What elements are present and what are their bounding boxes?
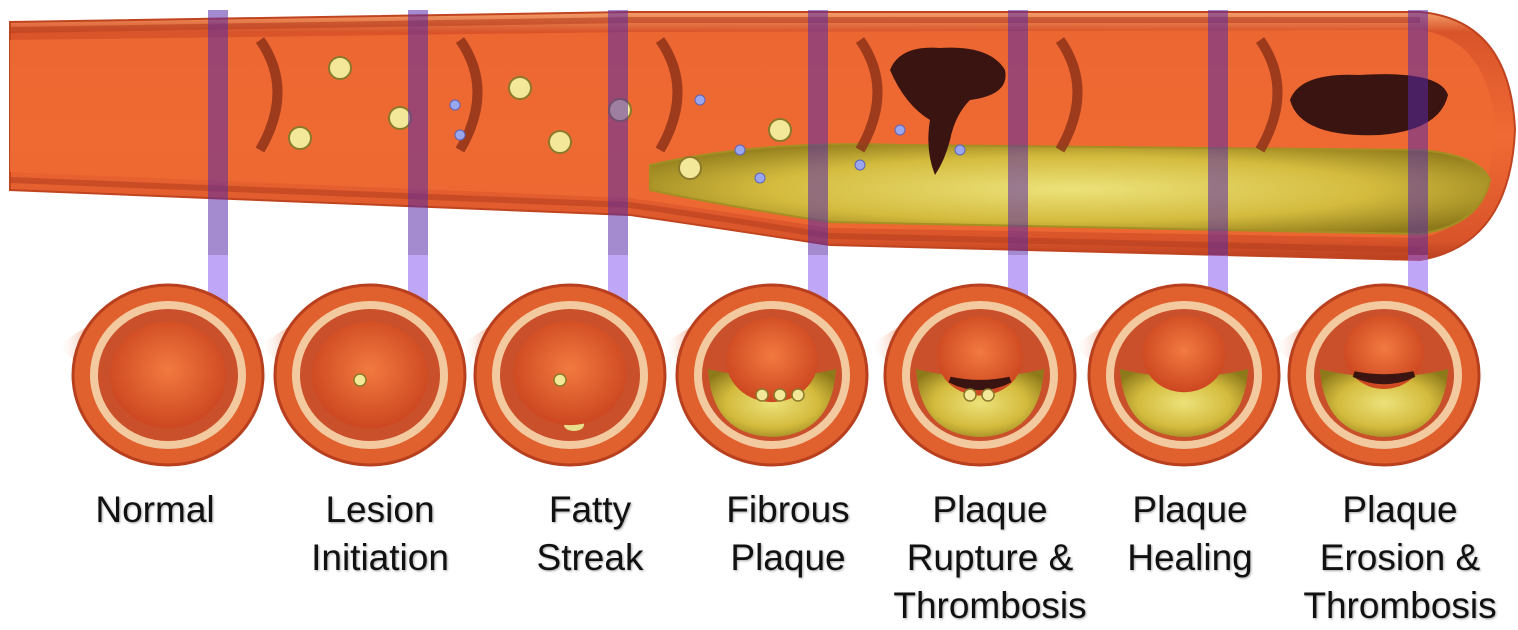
lesion-cell bbox=[792, 389, 804, 401]
blood-cell bbox=[855, 160, 865, 170]
stage-label-line: Healing bbox=[1085, 534, 1295, 582]
foam-cell bbox=[679, 157, 701, 179]
stage-label-line: Plaque bbox=[1085, 486, 1295, 534]
cross-section-5 bbox=[870, 285, 1075, 465]
stage-label-line: Fatty bbox=[485, 486, 695, 534]
thrombus bbox=[950, 380, 1010, 388]
blood-cell bbox=[895, 125, 905, 135]
lesion-cell bbox=[964, 389, 976, 401]
cross-section-6 bbox=[1074, 285, 1279, 465]
stage-label-line: Lesion bbox=[275, 486, 485, 534]
stage-label-line: Erosion & bbox=[1295, 534, 1505, 582]
stage-label-line: Normal bbox=[50, 486, 260, 534]
artery-longitudinal-section bbox=[10, 12, 1515, 260]
stage-label-line: Thrombosis bbox=[1295, 582, 1505, 630]
marker-band bbox=[1408, 10, 1428, 255]
thrombus bbox=[1354, 374, 1414, 381]
blood-cell bbox=[455, 130, 465, 140]
marker-band bbox=[208, 10, 228, 255]
cross-section-2 bbox=[260, 285, 465, 465]
lesion-cell bbox=[774, 389, 786, 401]
foam-cell bbox=[509, 77, 531, 99]
foam-cell bbox=[329, 57, 351, 79]
blood-cell bbox=[955, 145, 965, 155]
foam-cell bbox=[289, 127, 311, 149]
blood-cell bbox=[735, 145, 745, 155]
stage-label-line: Plaque bbox=[1295, 486, 1505, 534]
stage-label-line: Streak bbox=[485, 534, 695, 582]
cross-section-4 bbox=[662, 285, 867, 465]
lumen bbox=[110, 322, 226, 429]
lumen bbox=[1143, 316, 1226, 392]
cross-section-7 bbox=[1274, 285, 1479, 465]
cross-section-3 bbox=[460, 285, 665, 465]
cross-sections bbox=[58, 285, 1479, 465]
marker-band bbox=[808, 10, 828, 255]
lumen bbox=[726, 317, 818, 402]
marker-band bbox=[1008, 10, 1028, 255]
blood-cell bbox=[450, 100, 460, 110]
blood-cell bbox=[755, 173, 765, 183]
foam-cell bbox=[389, 107, 411, 129]
stage-label-1: Normal bbox=[50, 486, 260, 534]
lesion-cell bbox=[554, 374, 566, 386]
cross-section-1 bbox=[58, 285, 263, 465]
marker-band bbox=[608, 10, 628, 255]
lesion-cell bbox=[982, 389, 994, 401]
stage-label-line: Initiation bbox=[275, 534, 485, 582]
stage-label-line: Rupture & bbox=[885, 534, 1095, 582]
lumen bbox=[312, 322, 428, 429]
foam-cell bbox=[769, 119, 791, 141]
lesion-cell bbox=[354, 374, 366, 386]
stage-label-line: Fibrous bbox=[683, 486, 893, 534]
foam-cell bbox=[549, 131, 571, 153]
marker-band bbox=[408, 10, 428, 255]
lumen bbox=[514, 321, 627, 425]
lesion-cell bbox=[756, 389, 768, 401]
stage-label-line: Thrombosis bbox=[885, 582, 1095, 630]
stage-label-line: Plaque bbox=[683, 534, 893, 582]
blood-cell bbox=[695, 95, 705, 105]
marker-band bbox=[1208, 10, 1228, 255]
stage-label-line: Plaque bbox=[885, 486, 1095, 534]
